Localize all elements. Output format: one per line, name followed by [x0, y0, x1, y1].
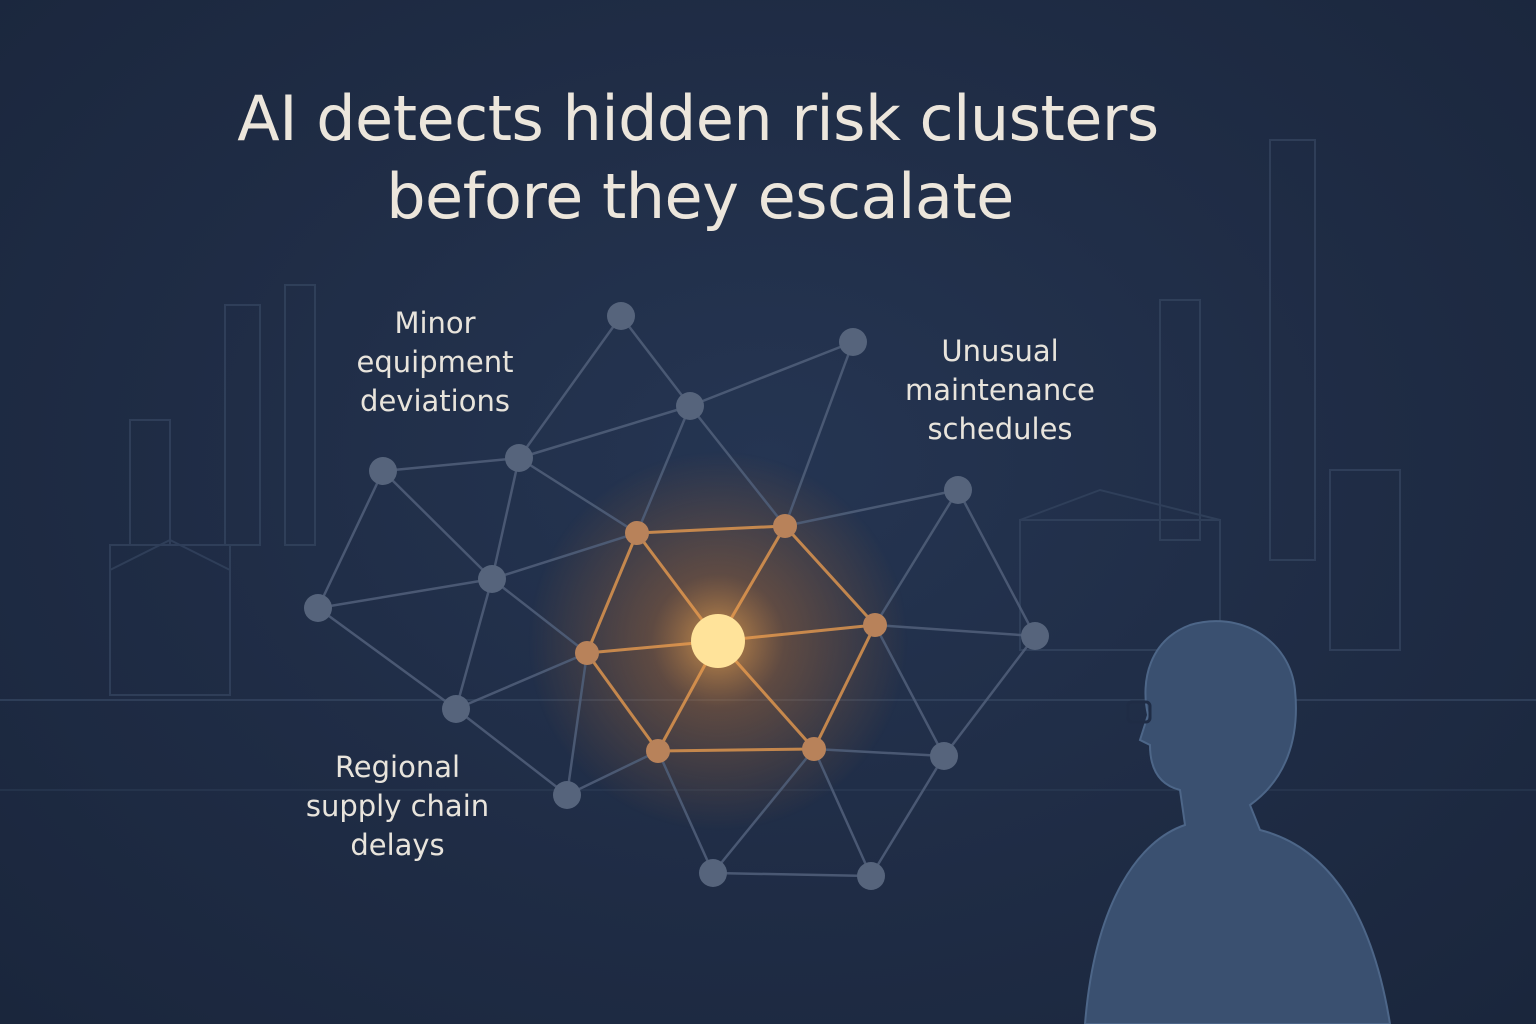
- label-equipment-deviations: Minor equipment deviations: [330, 304, 540, 421]
- network-edge: [491, 531, 638, 581]
- network-edge: [566, 749, 659, 797]
- label-line: maintenance: [905, 373, 1095, 407]
- headline-line-1: AI detects hidden risk clusters: [237, 82, 1159, 155]
- label-maintenance-schedules: Unusual maintenance schedules: [885, 332, 1115, 449]
- network-edge: [455, 708, 568, 796]
- glasses-icon: [1126, 700, 1152, 724]
- network-node: [442, 695, 470, 723]
- network-edge: [784, 488, 959, 528]
- label-line: delays: [350, 828, 445, 862]
- network-edge: [454, 578, 494, 710]
- network-edge: [712, 748, 815, 874]
- network-edge: [869, 755, 946, 877]
- network-edge: [783, 341, 855, 527]
- network-node: [1021, 622, 1049, 650]
- network-edge: [518, 404, 691, 460]
- network-edge: [317, 606, 457, 711]
- network-edge: [812, 748, 873, 877]
- network-node: [676, 392, 704, 420]
- risk-core-node: [691, 614, 745, 668]
- network-edge: [635, 405, 692, 534]
- network-edge: [490, 457, 521, 580]
- network-edge: [382, 456, 520, 473]
- network-node: [369, 457, 397, 485]
- network-edge: [491, 578, 588, 654]
- network-edge: [517, 315, 623, 459]
- network-node: [944, 476, 972, 504]
- label-line: equipment: [356, 345, 514, 379]
- network-edge: [813, 747, 945, 758]
- chimney-left: [224, 304, 261, 546]
- network-edge: [636, 524, 786, 535]
- label-supply-chain-delays: Regional supply chain delays: [285, 748, 510, 865]
- network-node: [505, 444, 533, 472]
- network-edge: [518, 456, 638, 535]
- network-edge: [585, 532, 639, 654]
- network-edge: [873, 489, 960, 626]
- network-node: [773, 514, 797, 538]
- network-node: [304, 594, 332, 622]
- factory-building-right: [1019, 519, 1221, 651]
- network-node: [575, 641, 599, 665]
- network-node: [646, 739, 670, 763]
- network-edge: [382, 470, 493, 580]
- network-edge: [873, 624, 946, 757]
- network-edge: [565, 652, 589, 796]
- label-line: Minor: [394, 306, 476, 340]
- network-edge: [317, 577, 493, 610]
- label-line: deviations: [360, 384, 510, 418]
- network-node: [699, 859, 727, 887]
- network-edge: [585, 652, 660, 752]
- network-edge: [956, 489, 1037, 637]
- network-edge: [657, 747, 815, 753]
- headline-line-2: before they escalate: [386, 160, 1014, 233]
- network-edge: [455, 651, 588, 711]
- network-node: [553, 781, 581, 809]
- network-node: [478, 565, 506, 593]
- network-node: [625, 521, 649, 545]
- label-line: supply chain: [305, 789, 490, 823]
- network-edge: [689, 340, 854, 408]
- network-edge: [689, 405, 786, 527]
- label-line: Regional: [334, 750, 461, 784]
- network-edge: [943, 635, 1036, 757]
- label-line: Unusual: [941, 334, 1059, 368]
- network-edge: [620, 315, 691, 407]
- network-node: [839, 328, 867, 356]
- network-edge: [712, 871, 872, 878]
- person-silhouette: [1083, 620, 1392, 1024]
- network-edge: [316, 470, 385, 609]
- network-node: [863, 613, 887, 637]
- network-edge: [874, 623, 1036, 638]
- network-node: [930, 742, 958, 770]
- network-edge: [812, 624, 877, 750]
- network-node: [802, 737, 826, 761]
- label-line: schedules: [927, 412, 1073, 446]
- chimney-right: [1269, 139, 1316, 561]
- network-node: [607, 302, 635, 330]
- network-node: [857, 862, 885, 890]
- network-edge: [783, 524, 877, 627]
- network-edge: [656, 750, 715, 874]
